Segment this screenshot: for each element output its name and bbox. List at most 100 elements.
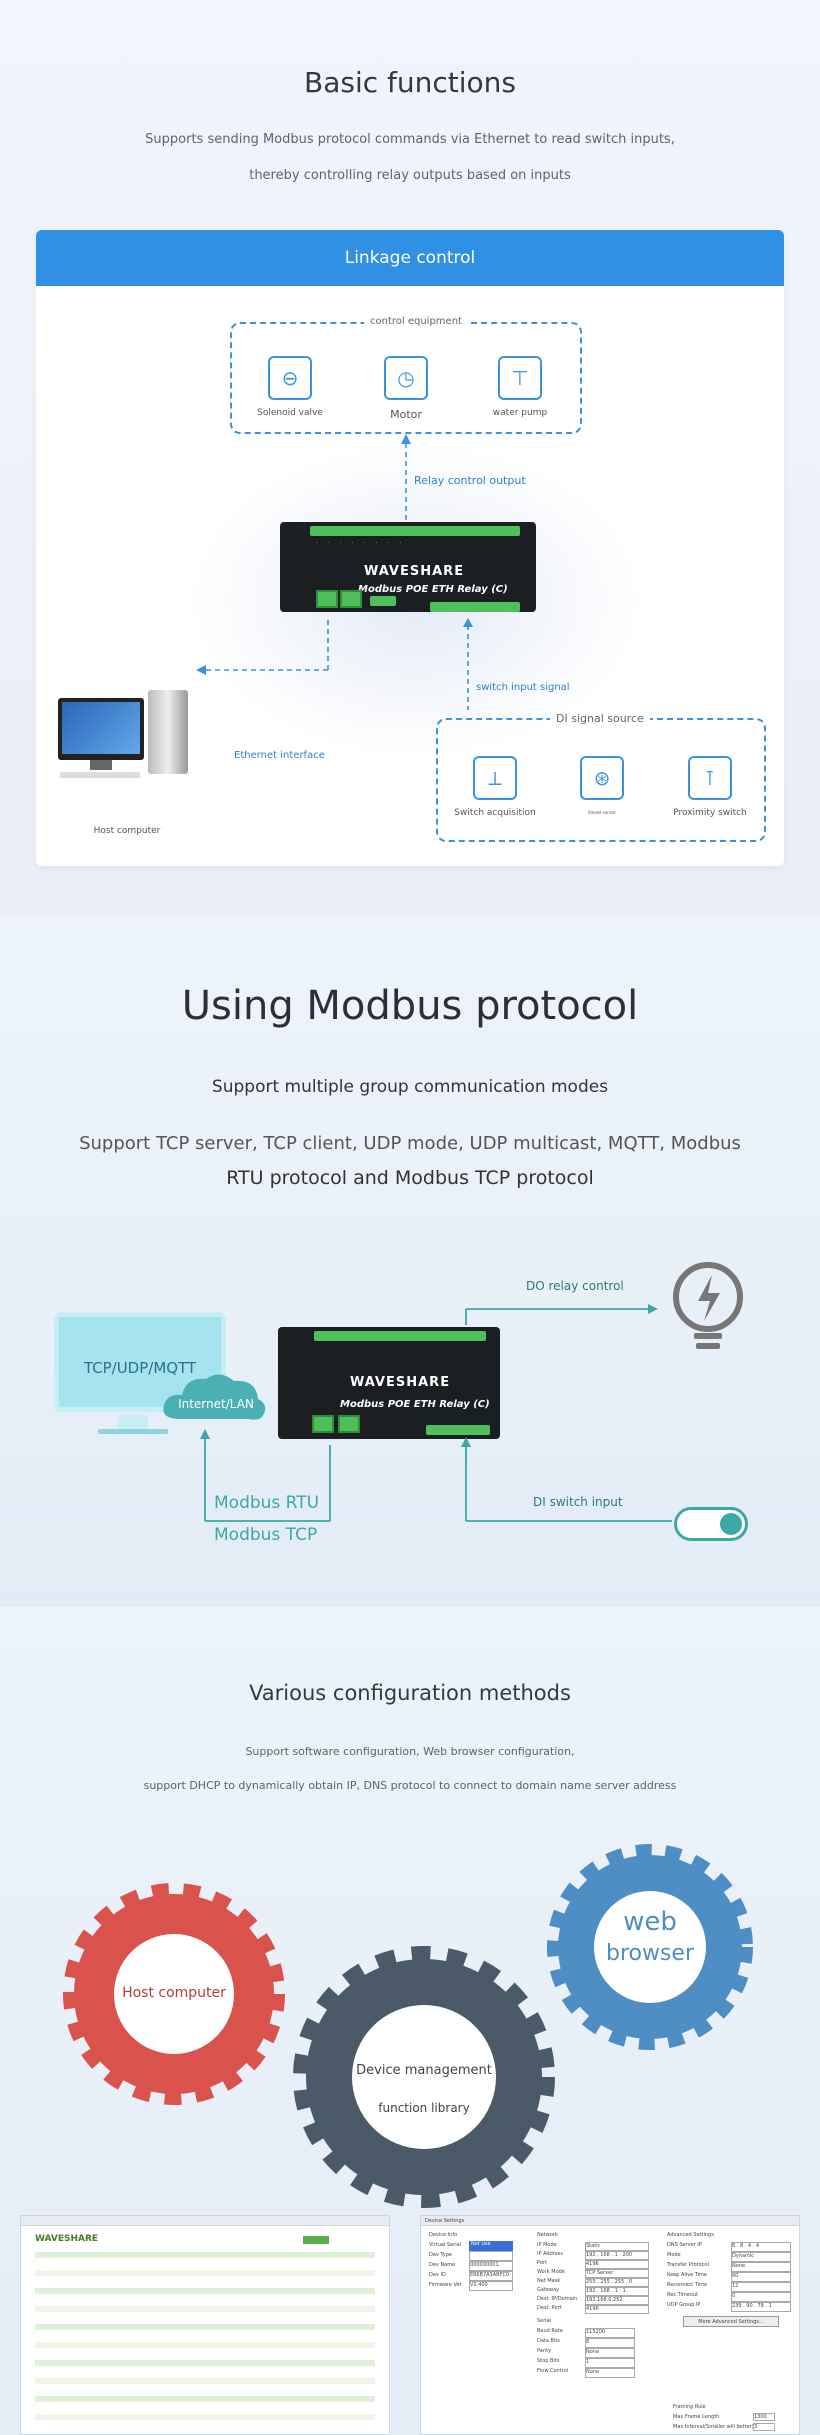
card-title: Linkage control: [36, 230, 784, 286]
monitor-screen: [62, 702, 140, 754]
source-label: Switch acquisition: [454, 808, 536, 818]
ds-serial-value[interactable]: None: [585, 2348, 635, 2358]
ds-adv-value[interactable]: None: [731, 2262, 791, 2272]
ds-adv-value[interactable]: 8 . 8 . 4 . 4: [731, 2242, 791, 2252]
modbus-rtu-label: Modbus RTU: [214, 1493, 320, 1513]
ds-field: Virtual Serial: [429, 2242, 462, 2248]
max-interval-label: Max Interval(Smaller will better): [673, 2424, 754, 2430]
gear-host-computer: [63, 1883, 285, 2105]
serial-heading: Serial: [537, 2318, 552, 2324]
ds-adv-value[interactable]: 60: [731, 2272, 791, 2282]
keyboard: [60, 772, 140, 778]
dialog-titlebar: Device Settings: [421, 2216, 799, 2226]
web-config-screenshot: WAVESHARE: [20, 2215, 390, 2435]
ds-serial-field: Stop Bits: [537, 2358, 560, 2364]
monitor-stand: [118, 1415, 148, 1431]
ds-net-value[interactable]: 255 . 255 . 255 . 0: [585, 2278, 649, 2287]
configuration-section: Various configuration methods Support so…: [0, 1607, 820, 2435]
input-terminal-block: [426, 1425, 490, 1435]
ds-adv-value[interactable]: Dynamic: [731, 2252, 791, 2262]
section-subtitle-line1: Supports sending Modbus protocol command…: [145, 132, 675, 147]
ds-serial-value[interactable]: 8: [585, 2338, 635, 2348]
ds-net-value[interactable]: TCP Server: [585, 2269, 649, 2278]
do-relay-control-label: DO relay control: [526, 1279, 624, 1293]
ds-value[interactable]: E86B7A3ABFC0: [469, 2271, 513, 2281]
board-logo: WAVESHARE: [364, 564, 465, 579]
gear-web-label-line1: web: [623, 1907, 677, 1937]
ds-adv-field: Reconnect Time: [667, 2282, 708, 2288]
max-frame-length-input[interactable]: 1300: [753, 2413, 775, 2421]
ds-value[interactable]: 000000001: [469, 2261, 513, 2271]
device-info-heading: Device Info: [429, 2232, 458, 2238]
ds-net-value[interactable]: Static: [585, 2242, 649, 2251]
board-logo: WAVESHARE: [350, 1375, 451, 1390]
device-label: water pump: [492, 408, 548, 418]
ds-serial-field: Flow Control: [537, 2368, 569, 2374]
ds-net-value[interactable]: 4196: [585, 2260, 649, 2269]
relay-board-image: ········ WAVESHARE Modbus POE ETH Relay …: [280, 522, 536, 612]
settings-row: [35, 2288, 375, 2294]
ds-adv-field: Transfer Protocol: [667, 2262, 709, 2268]
monitor-stand: [90, 760, 112, 770]
ds-net-value[interactable]: 192.168.0.252: [585, 2296, 649, 2305]
ds-adv-field: DNS Server IP: [667, 2242, 702, 2248]
ds-net-field: Port: [537, 2260, 547, 2266]
gear-library-label-line2: function library: [378, 2101, 470, 2115]
settings-row: [35, 2306, 375, 2312]
settings-row: [35, 2342, 375, 2348]
connector-lines: [200, 1304, 672, 1522]
login-button: [303, 2236, 329, 2244]
ds-value[interactable]: V1.400: [469, 2281, 513, 2291]
board-model: Modbus POE ETH Relay (C): [358, 584, 508, 595]
modbus-section: Using Modbus protocol Support multiple g…: [0, 917, 820, 1607]
cloud-icon: [163, 1374, 266, 1420]
relay-control-output-label: Relay control output: [414, 474, 526, 487]
ds-net-value[interactable]: 192 . 168 . 1 . 1: [585, 2287, 649, 2296]
section-title: Basic functions: [304, 66, 516, 99]
ethernet-port-icon: [316, 590, 338, 608]
water-pump-icon: ⊤: [498, 356, 542, 400]
ds-adv-value[interactable]: 239 . 90 . 78 . 1: [731, 2302, 791, 2312]
network-heading: Network: [537, 2232, 558, 2238]
ds-value[interactable]: Not Use: [469, 2241, 513, 2251]
linkage-control-card: Linkage control control equipment ⊖ Sole…: [36, 230, 784, 866]
ds-serial-value[interactable]: 1: [585, 2358, 635, 2368]
ds-adv-value[interactable]: 12: [731, 2282, 791, 2292]
board-model: Modbus POE ETH Relay (C): [340, 1399, 490, 1410]
ds-value[interactable]: [469, 2251, 513, 2261]
section-title: Using Modbus protocol: [181, 983, 639, 1029]
ethernet-port-icon: [312, 1415, 334, 1433]
ds-adv-field: Rec.Timeout: [667, 2292, 699, 2298]
ds-net-value[interactable]: 192 . 168 . 1 . 200: [585, 2251, 649, 2260]
ds-field: Dev ID: [429, 2272, 446, 2278]
ds-serial-value[interactable]: None: [585, 2368, 635, 2378]
ds-serial-value[interactable]: 115200: [585, 2328, 635, 2338]
solenoid-valve-icon: ⊖: [268, 356, 312, 400]
basic-functions-section: Basic functions Supports sending Modbus …: [0, 0, 820, 917]
modbus-tcp-label: Modbus TCP: [214, 1525, 318, 1545]
monitor-base: [98, 1429, 168, 1434]
ds-field: Dev Type: [429, 2252, 452, 2258]
section-desc-line1: Support TCP server, TCP client, UDP mode…: [79, 1133, 741, 1154]
di-signal-source-caption: DI signal source: [550, 712, 650, 725]
ds-adv-value[interactable]: 0: [731, 2292, 791, 2302]
section-desc-line1: Support software configuration, Web brow…: [245, 1745, 575, 1758]
gears-graphic: [63, 1844, 753, 2208]
switch-input-signal-label: switch input signal: [476, 682, 570, 693]
di-switch-input-label: DI switch input: [533, 1495, 623, 1509]
toggle-switch-icon: [674, 1507, 748, 1541]
input-terminal-block: [430, 602, 520, 612]
proximity-switch-icon: ⊺: [688, 756, 732, 800]
ethernet-port-icon: [338, 1415, 360, 1433]
browser-bar: [21, 2216, 389, 2226]
more-advanced-settings-button[interactable]: More Advanced Settings...: [683, 2316, 779, 2327]
device-settings-screenshot: Device Settings Device Info Virtual Seri…: [420, 2215, 800, 2435]
ds-net-value[interactable]: 4196: [585, 2305, 649, 2314]
max-interval-input[interactable]: 3: [753, 2423, 775, 2431]
ds-net-field: Work Mode: [537, 2269, 565, 2275]
max-frame-length-label: Max Frame Length: [673, 2414, 720, 2420]
host-computer-label: Host computer: [93, 826, 161, 836]
gear-library-label-line1: Device management: [356, 2063, 492, 2078]
ds-net-field: IP Address: [537, 2251, 563, 2257]
toggle-knob: [720, 1513, 742, 1535]
